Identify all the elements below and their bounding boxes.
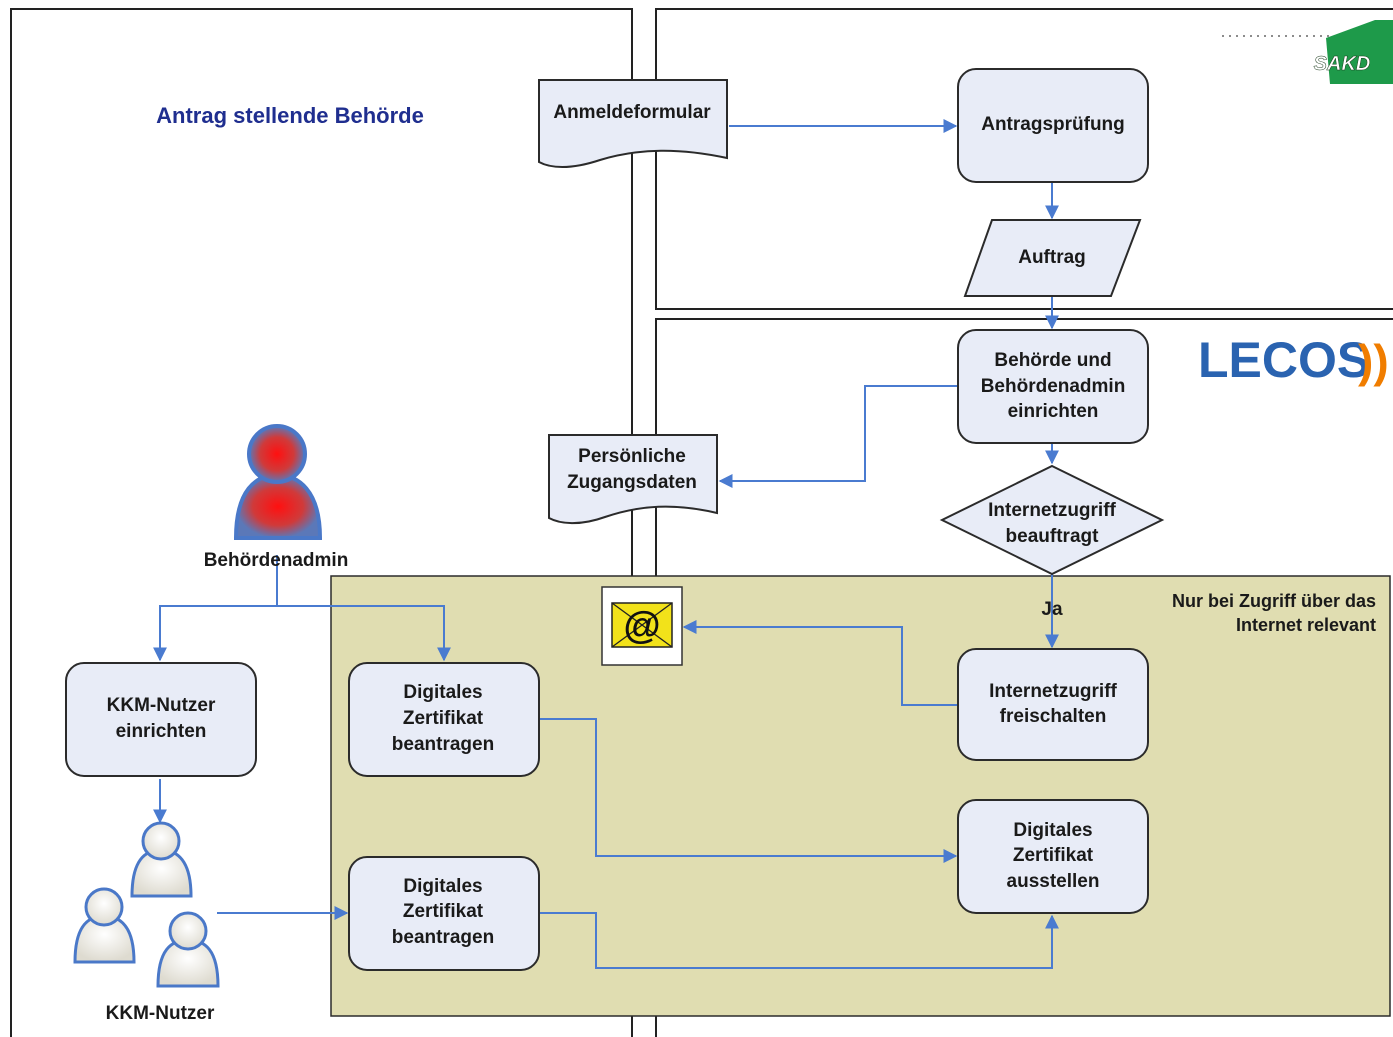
edge-admin-split: [153, 555, 278, 662]
lecos-logo-text: LECOS: [1198, 332, 1370, 388]
node-zertifikat-beantragen-1[interactable]: Digitales Zertifikat beantragen: [348, 662, 540, 777]
node-decision-line2: beauftragt: [1006, 526, 1100, 547]
node-zugangsdaten-line2: Zugangsdaten: [567, 472, 697, 493]
edge-admin-zertifikat: [277, 605, 451, 662]
node-anmeldeformular-label: Anmeldeformular: [553, 102, 711, 123]
node-behoerde-einrichten-line2: Behördenadmin: [981, 376, 1126, 397]
edge-zertifikat2-ausstellen: [539, 912, 1059, 969]
node-ausstellen-line2: Zertifikat: [1013, 845, 1094, 866]
user-icon: [73, 887, 136, 964]
edge-behoerde-zugangsdaten: [718, 385, 957, 488]
actor-behoerdenadmin-label: Behördenadmin: [204, 550, 349, 571]
node-zugangsdaten-line1: Persönliche: [578, 446, 686, 467]
node-decision-line1: Internetzugriff: [988, 500, 1116, 521]
sakd-logo: SAKD: [1222, 20, 1393, 84]
connectors: [153, 119, 1059, 969]
node-behoerde-einrichten-line1: Behörde und: [994, 350, 1111, 371]
lecos-logo: LECOS )): [1198, 332, 1389, 388]
edge-freischalten-email: [682, 620, 957, 706]
node-auftrag[interactable]: Auftrag: [963, 219, 1142, 297]
node-zertifikat-ausstellen[interactable]: Digitales Zertifikat ausstellen: [957, 799, 1149, 914]
lecos-logo-mark: )): [1358, 335, 1389, 387]
node-ausstellen-line3: ausstellen: [1007, 871, 1100, 892]
node-zertifikat-beantragen-2[interactable]: Digitales Zertifikat beantragen: [348, 856, 540, 971]
node-beantragen2-line3: beantragen: [392, 927, 494, 948]
region-note-line1: Nur bei Zugriff über das: [1172, 591, 1376, 611]
node-antragspruefung[interactable]: Antragsprüfung: [957, 68, 1149, 183]
node-behoerde-einrichten[interactable]: Behörde und Behördenadmin einrichten: [957, 329, 1149, 444]
swimlane-sakd: [655, 8, 1393, 310]
edge-label-ja: Ja: [1041, 599, 1063, 620]
swimlane-left: [10, 8, 633, 1037]
node-zugangsdaten[interactable]: Persönliche Zugangsdaten: [548, 434, 718, 525]
node-antragspruefung-label: Antragsprüfung: [981, 114, 1125, 135]
node-freischalten[interactable]: Internetzugriff freischalten: [957, 648, 1149, 761]
user-icon: [130, 821, 193, 898]
node-kkm-einrichten-line1: KKM-Nutzer: [107, 695, 216, 716]
node-freischalten-line1: Internetzugriff: [989, 681, 1117, 702]
svg-text:@: @: [623, 605, 660, 647]
sakd-logo-text: SAKD: [1314, 53, 1371, 75]
node-beantragen2-line1: Digitales: [403, 876, 482, 897]
user-icon: [233, 424, 323, 540]
actor-kkm-nutzer[interactable]: KKM-Nutzer: [73, 821, 220, 1024]
node-kkm-einrichten-line2: einrichten: [116, 721, 207, 742]
node-beantragen1-line1: Digitales: [403, 682, 482, 703]
actor-kkm-nutzer-label: KKM-Nutzer: [106, 1003, 215, 1024]
region-note-line2: Internet relevant: [1236, 615, 1376, 635]
node-decision-internetzugriff[interactable]: Internetzugriff beauftragt: [939, 464, 1165, 576]
node-beantragen2-line2: Zertifikat: [403, 901, 484, 922]
node-ausstellen-line1: Digitales: [1013, 820, 1092, 841]
node-anmeldeformular[interactable]: Anmeldeformular: [538, 79, 728, 168]
node-freischalten-line2: freischalten: [1000, 706, 1107, 727]
edge-zertifikat1-ausstellen: [539, 718, 958, 863]
node-auftrag-label: Auftrag: [1018, 247, 1086, 268]
node-beantragen1-line3: beantragen: [392, 734, 494, 755]
node-kkm-einrichten[interactable]: KKM-Nutzer einrichten: [65, 662, 257, 777]
node-behoerde-einrichten-line3: einrichten: [1008, 401, 1099, 422]
user-icon: [156, 911, 220, 988]
actor-behoerdenadmin[interactable]: Behördenadmin: [204, 424, 349, 571]
lane-title: Antrag stellende Behörde: [156, 103, 424, 128]
node-beantragen1-line2: Zertifikat: [403, 708, 484, 729]
email-icon[interactable]: @: [601, 586, 683, 666]
